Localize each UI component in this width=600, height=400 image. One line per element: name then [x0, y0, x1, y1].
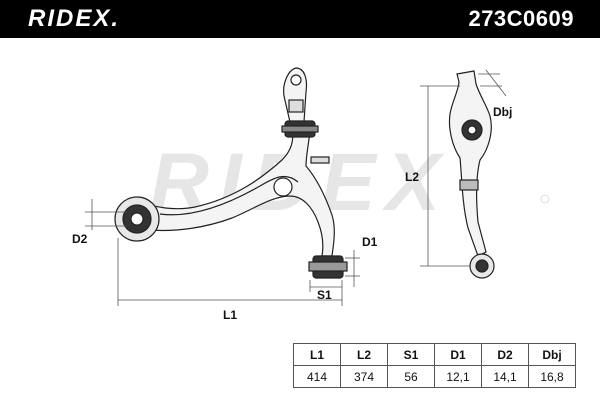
- label-s1: S1: [317, 288, 332, 302]
- header-cell: D1: [434, 343, 482, 366]
- label-l1: L1: [223, 308, 237, 322]
- dimension-table: L1 L2 S1 D1 D2 Dbj 414 374 56 12,1 14,1 …: [293, 343, 576, 388]
- dimension-lines-front: [85, 199, 360, 306]
- upper-mount-hole: [290, 74, 302, 86]
- upper-bushing-sleeve: [281, 125, 319, 133]
- value-cell: 12,1: [434, 365, 482, 388]
- side-arm-web: [459, 179, 479, 191]
- watermark-registered-icon: [540, 194, 550, 204]
- value-cell: 374: [340, 365, 388, 388]
- value-cell: 56: [387, 365, 435, 388]
- part-number: 273C0609: [468, 6, 574, 31]
- side-arm-body: [448, 70, 492, 257]
- control-arm-front-view: [114, 67, 348, 279]
- left-bushing-bore: [130, 212, 144, 226]
- arm-inner-edge: [159, 175, 299, 216]
- upper-mount-pin: [288, 99, 304, 113]
- control-arm-side-view: [448, 70, 495, 279]
- label-dbj: Dbj: [493, 105, 512, 119]
- table-header-row: L1 L2 S1 D1 D2 Dbj: [293, 343, 576, 366]
- header-bar: RIDEX. 273C0609: [0, 0, 600, 38]
- header-cell: L2: [340, 343, 388, 366]
- value-cell: 414: [293, 365, 341, 388]
- label-d1: D1: [362, 235, 378, 249]
- side-bushing-bore: [467, 125, 477, 135]
- brand-logo: RIDEX.: [28, 5, 121, 32]
- label-d2: D2: [72, 232, 88, 246]
- arm-mid-hole: [273, 177, 293, 197]
- side-ball-joint-core: [475, 259, 489, 273]
- technical-drawing: RIDEX: [72, 67, 550, 322]
- dimension-lines-side: [420, 69, 507, 267]
- arm-body: [126, 129, 335, 257]
- header-cell: Dbj: [528, 343, 576, 366]
- lower-bushing-sleeve: [308, 261, 348, 272]
- header-cell: S1: [387, 343, 435, 366]
- header-cell: D2: [481, 343, 529, 366]
- value-cell: 14,1: [481, 365, 529, 388]
- value-cell: 16,8: [528, 365, 576, 388]
- table-row: 414 374 56 12,1 14,1 16,8: [293, 365, 576, 388]
- label-l2: L2: [405, 170, 419, 184]
- header-cell: L1: [293, 343, 341, 366]
- arm-stud: [310, 156, 330, 164]
